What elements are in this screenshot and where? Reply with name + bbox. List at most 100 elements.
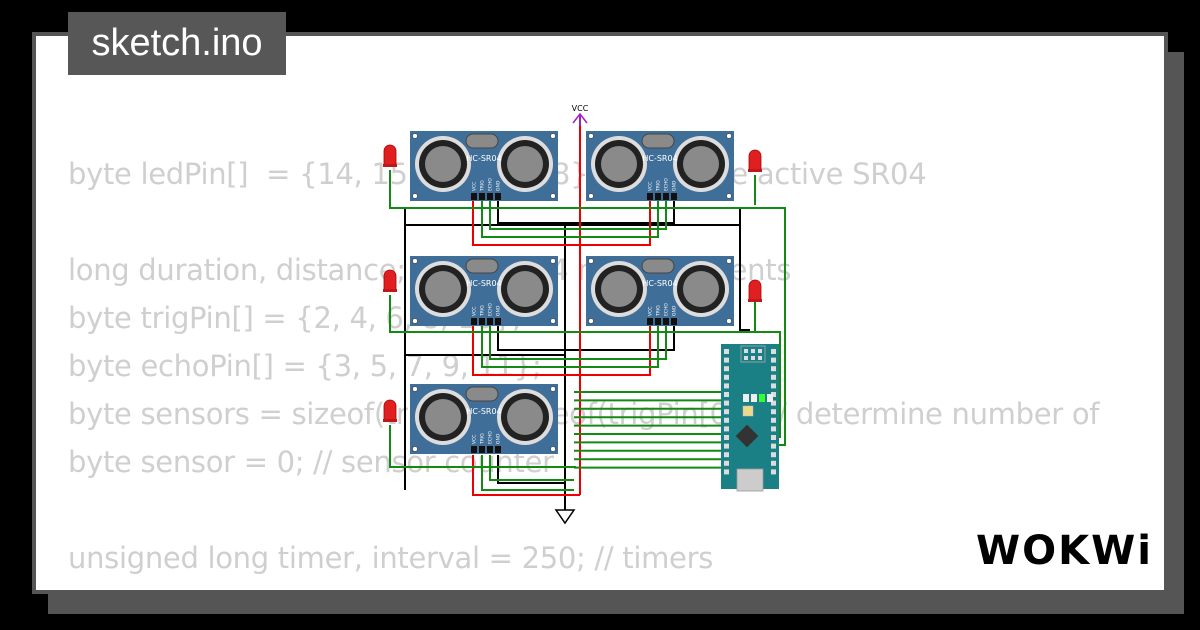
sensor-pin: [471, 318, 477, 325]
sensor-pin: [655, 193, 661, 200]
led-body: [748, 149, 762, 171]
nano-pin: [771, 417, 776, 423]
icsp-pin: [751, 349, 755, 353]
mount-hole: [550, 193, 556, 199]
file-tab[interactable]: sketch.ino: [68, 12, 286, 75]
nano-pin: [724, 392, 729, 397]
led-body: [748, 279, 762, 301]
wokwi-logo: WOKWi: [976, 528, 1153, 574]
nano-pin: [724, 452, 729, 458]
transducer-mesh: [425, 271, 461, 307]
nano-pin: [771, 392, 776, 397]
mount-hole: [412, 318, 418, 324]
mount-hole: [726, 318, 732, 324]
red-led: [383, 269, 397, 292]
ground-wire: [739, 225, 750, 331]
mount-hole: [550, 386, 556, 392]
sensor-pin: [647, 193, 653, 200]
sensor-pin: [655, 318, 661, 325]
pin-label: GND: [496, 305, 502, 316]
transducer-mesh: [601, 146, 637, 182]
pin-label: TRIG: [480, 180, 486, 192]
nano-pin: [771, 357, 776, 363]
nano-board: [721, 344, 779, 489]
led-base: [748, 169, 762, 172]
sensor-vcc-wire: [580, 200, 651, 246]
sensor-vcc-wire: [472, 455, 580, 496]
nano-pin: [771, 400, 776, 406]
mount-hole: [588, 133, 594, 139]
nano-pin: [771, 460, 776, 466]
nano-pin: [771, 374, 776, 380]
sensor-label: HC-SR04: [466, 407, 501, 416]
nano-pin: [724, 374, 729, 380]
mount-hole: [726, 133, 732, 139]
icsp-pin: [751, 356, 755, 360]
red-led: [748, 279, 762, 302]
nano-pin: [724, 383, 729, 389]
sensor-pin: [479, 193, 485, 200]
nano-pin: [724, 357, 729, 363]
mount-hole: [550, 133, 556, 139]
pin-label: GND: [496, 433, 502, 444]
pin-label: TRIG: [480, 305, 486, 317]
transducer-mesh: [683, 271, 719, 307]
sensor-pin: [479, 318, 485, 325]
sensor-vcc-wire: [472, 325, 580, 376]
signal-wire: [481, 325, 574, 368]
sensor-gnd-wire: [497, 455, 565, 484]
sensor-label: HC-SR04: [642, 279, 677, 288]
pin-label: VCC: [472, 182, 478, 191]
sensor-pin: [487, 318, 493, 325]
nano-pin: [724, 417, 729, 423]
nano-pin: [724, 469, 729, 475]
red-led: [383, 399, 397, 422]
pin-label: ECHO: [488, 178, 494, 191]
signal-wire: [574, 325, 667, 360]
transducer-mesh: [683, 146, 719, 182]
red-led: [383, 144, 397, 167]
nano-pin: [724, 366, 729, 372]
sensor-pin: [479, 446, 485, 453]
crystal-oscillator: [465, 258, 499, 274]
nano-pin: [724, 409, 729, 415]
nano-pin: [771, 435, 776, 440]
led-base: [748, 299, 762, 302]
sensor-pin: [671, 318, 677, 325]
crystal-oscillator: [641, 258, 675, 274]
pin-label: VCC: [472, 435, 478, 444]
transducer-mesh: [507, 399, 543, 435]
sensor-pin: [495, 193, 501, 200]
status-led: [743, 394, 749, 402]
sensor-gnd-wire: [497, 325, 565, 351]
sensor-pin: [471, 193, 477, 200]
led-base: [383, 164, 397, 167]
transducer-mesh: [425, 146, 461, 182]
nano-pin: [724, 426, 729, 432]
nano-pin: [724, 460, 729, 466]
red-led: [748, 149, 762, 172]
signal-wire: [574, 325, 659, 368]
nano-pin: [724, 443, 729, 449]
signal-wire: [489, 200, 574, 230]
sensor-pin: [671, 193, 677, 200]
led-wire: [389, 170, 786, 446]
nano-pin: [771, 443, 776, 449]
pin-label: ECHO: [664, 178, 670, 191]
vcc-label: VCC: [572, 104, 589, 113]
pin-label: GND: [496, 180, 502, 191]
nano-pin: [771, 426, 776, 432]
reset-button: [742, 405, 754, 417]
pin-label: ECHO: [488, 303, 494, 316]
nano-pin: [724, 400, 729, 406]
nano-pin: [724, 435, 729, 440]
status-led: [751, 394, 757, 402]
icsp-pin: [758, 349, 762, 353]
nano-pin: [771, 383, 776, 389]
mount-hole: [412, 193, 418, 199]
icsp-pin: [744, 349, 748, 353]
